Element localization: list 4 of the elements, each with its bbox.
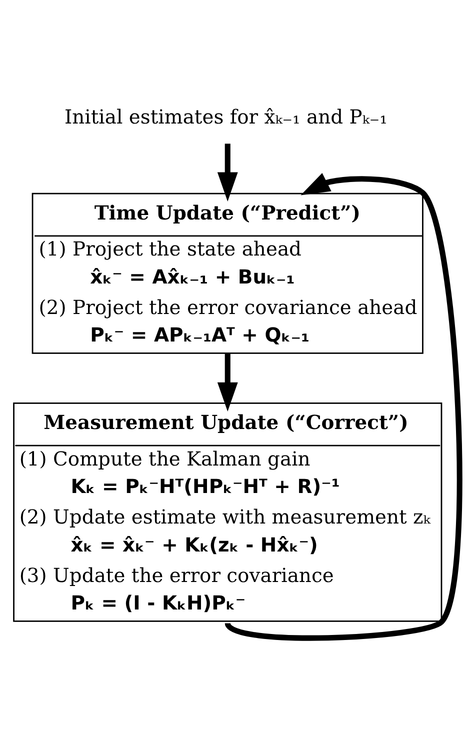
node-text: Initial estimates for x̂ₖ₋₁ and Pₖ₋₁: [64, 106, 388, 129]
arrow: [226, 172, 462, 641]
arrow: [217, 353, 238, 412]
arrow: [217, 144, 238, 202]
